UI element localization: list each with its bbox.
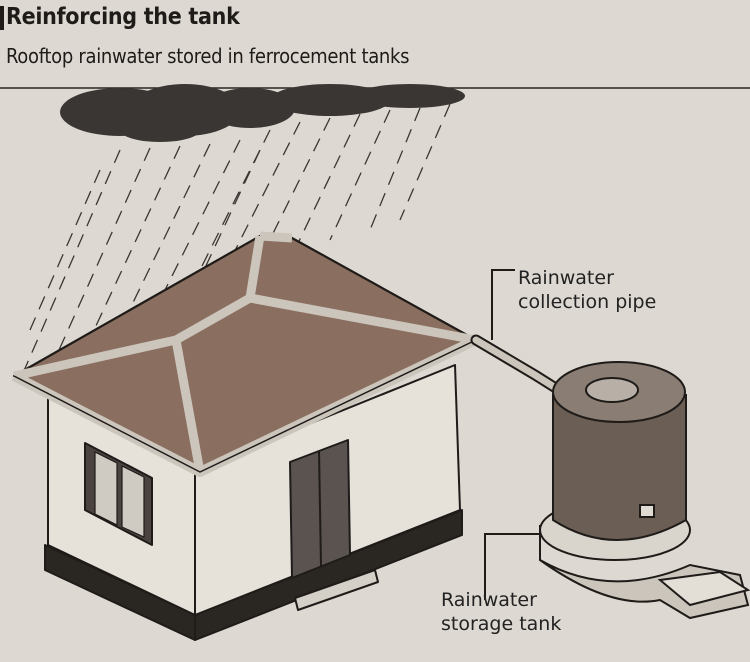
storage-tank: [540, 362, 748, 618]
pipe-leader-line: [492, 270, 515, 340]
label-tank-line1: Rainwater: [441, 588, 561, 612]
label-tank-line2: storage tank: [441, 612, 561, 636]
rain-cloud: [60, 84, 465, 142]
label-pipe-line1: Rainwater: [518, 266, 656, 290]
label-pipe-line2: collection pipe: [518, 290, 656, 314]
label-storage-tank: Rainwater storage tank: [441, 588, 561, 636]
tank-tap: [640, 505, 654, 517]
label-collection-pipe: Rainwater collection pipe: [518, 266, 656, 314]
